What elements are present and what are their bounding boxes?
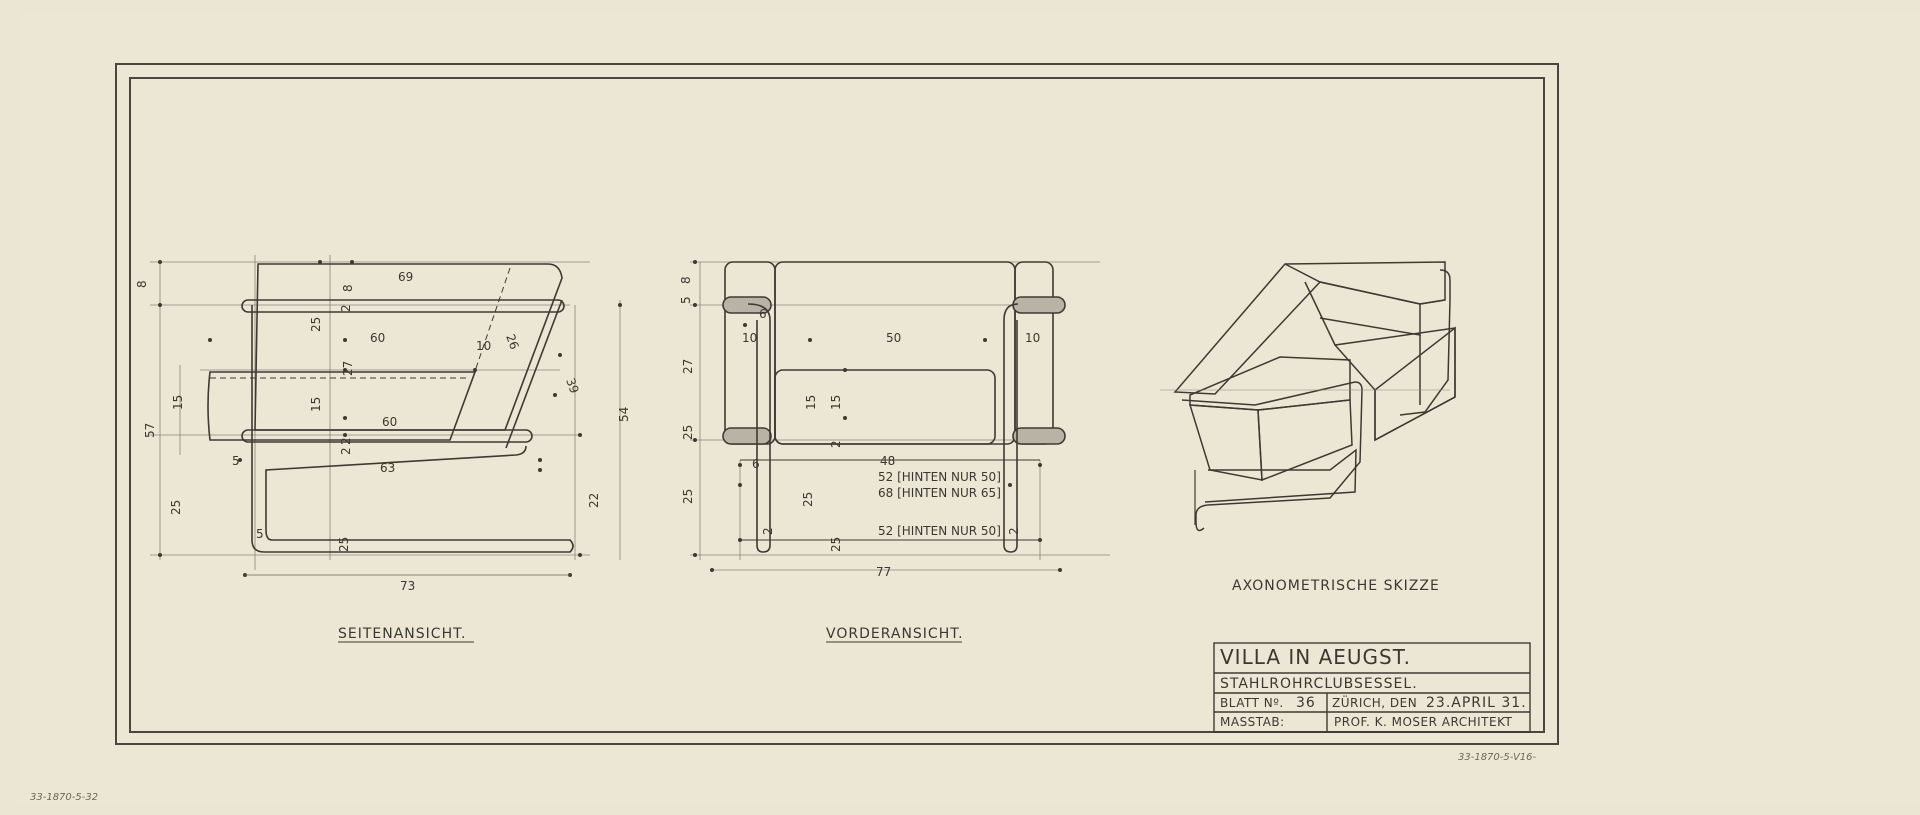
front-dim-2a: 2	[829, 440, 843, 448]
front-view-caption: VORDERANSICHT.	[826, 626, 964, 642]
side-dim-54: 54	[617, 407, 631, 422]
side-dim-marks	[158, 260, 622, 577]
paper-sheet	[18, 14, 1920, 804]
front-leg-left	[747, 303, 771, 553]
front-dim-52b: 52 [HINTEN NUR 50]	[878, 524, 1001, 538]
inner-border	[129, 77, 1545, 733]
side-dim-25: 25	[309, 317, 323, 332]
title-architect: PROF. K. MOSER ARCHITEKT	[1334, 715, 1513, 729]
front-dim-25c: 25	[801, 492, 815, 507]
side-dim-8b: 8	[341, 284, 355, 292]
front-dim-6a: 6	[759, 307, 767, 321]
title-date: 23.APRIL 31.	[1426, 695, 1527, 711]
side-dim-73: 73	[400, 579, 415, 593]
front-dim-6b: 6	[752, 457, 760, 471]
side-dim-2c: 2	[339, 447, 353, 455]
side-dim-5b: 5	[256, 527, 264, 541]
title-sheet-number: 36	[1296, 695, 1316, 711]
side-dim-15b: 15	[309, 397, 323, 412]
side-dim-25b: 25	[169, 500, 183, 515]
archive-note-right: 33-1870-5-V16-	[1458, 752, 1537, 763]
front-dim-marks	[693, 260, 1062, 572]
side-dim-60a: 60	[370, 331, 385, 345]
axonometric-view: AXONOMETRISCHE SKIZZE	[1160, 261, 1456, 594]
front-dim-27: 27	[681, 359, 695, 374]
side-view-caption: SEITENANSICHT.	[338, 626, 466, 642]
archive-note-left: 33-1870-5-32	[30, 792, 98, 803]
side-dim-60b: 60	[382, 415, 397, 429]
axo-front-cushion	[1188, 404, 1263, 481]
axo-arm-right	[1374, 326, 1456, 442]
outer-border	[115, 63, 1559, 745]
side-dim-22: 22	[587, 493, 601, 508]
side-seat-cushion	[207, 371, 477, 441]
front-arm-cap-left-bot	[722, 427, 772, 445]
title-block-frame	[1213, 642, 1531, 733]
front-dim-5a: 5	[679, 296, 693, 304]
front-dim-25a: 25	[681, 425, 695, 440]
front-dim-68: 68 [HINTEN NUR 65]	[878, 486, 1001, 500]
title-place-date-label: ZÜRICH, DEN	[1332, 694, 1417, 710]
side-dim-57: 57	[143, 423, 157, 438]
title-project: VILLA IN AEUGST.	[1220, 645, 1411, 669]
side-dim-8: 8	[135, 280, 149, 288]
front-arm-cap-right-top	[1012, 296, 1066, 314]
front-dim-10a: 10	[742, 331, 757, 345]
front-dim-15b: 15	[829, 395, 843, 410]
front-dim-48: 48	[880, 454, 895, 468]
axo-frame-front	[1181, 381, 1363, 532]
side-dim-27: 27	[341, 361, 355, 376]
side-dim-5a: 5	[232, 454, 240, 468]
side-view	[150, 255, 622, 577]
front-dimensions: 8 5 6 10 50 10 27 15 15 25 2 6 48 52 [HI…	[679, 276, 1040, 643]
side-dim-2b: 2	[339, 437, 353, 445]
front-dim-10b: 10	[1025, 331, 1040, 345]
axo-frame-back	[1399, 269, 1451, 416]
side-dim-69: 69	[398, 270, 413, 284]
front-seat-cushion	[774, 369, 996, 445]
front-leg-right	[1003, 303, 1019, 553]
front-dim-50: 50	[886, 331, 901, 345]
front-dim-77: 77	[876, 565, 891, 579]
side-dim-10: 10	[476, 339, 491, 353]
title-sheet-label: BLATT Nº.	[1220, 696, 1284, 710]
front-arm-cap-left-top	[722, 296, 772, 314]
front-dim-8: 8	[679, 276, 693, 284]
axo-back-edge	[1419, 299, 1446, 305]
front-dim-25d: 25	[829, 537, 843, 552]
front-dim-25b: 25	[681, 489, 695, 504]
side-armrest-lower	[241, 429, 533, 443]
front-dim-52a: 52 [HINTEN NUR 50]	[878, 470, 1001, 484]
side-dim-15a: 15	[171, 395, 185, 410]
side-dim-25c: 25	[337, 537, 351, 552]
title-scale-label: MASSTAB:	[1220, 715, 1285, 729]
side-backrest	[254, 263, 563, 431]
side-back-tube	[505, 299, 563, 449]
front-dim-2b: 2	[761, 527, 775, 535]
front-view	[690, 260, 1110, 572]
side-dim-2a: 2	[339, 304, 353, 312]
front-dim-15a: 15	[804, 395, 818, 410]
front-arm-cap-right-bot	[1012, 427, 1066, 445]
title-block: VILLA IN AEUGST. STAHLROHRCLUBSESSEL. BL…	[1213, 642, 1531, 733]
side-dim-63: 63	[380, 461, 395, 475]
side-runner-frame	[251, 305, 574, 553]
side-dim-26: 26	[503, 332, 521, 351]
side-armrest-upper	[241, 299, 565, 313]
axo-frame-runner	[1204, 448, 1357, 503]
side-dimensions: 69 8 8 25 60 26 10 27 39 15 15 60 63 57 …	[135, 270, 631, 643]
front-dim-2c: 2	[1007, 527, 1021, 535]
axo-view-caption: AXONOMETRISCHE SKIZZE	[1232, 578, 1440, 594]
title-object: STAHLROHRCLUBSESSEL.	[1220, 676, 1418, 692]
side-dim-39: 39	[563, 376, 581, 395]
